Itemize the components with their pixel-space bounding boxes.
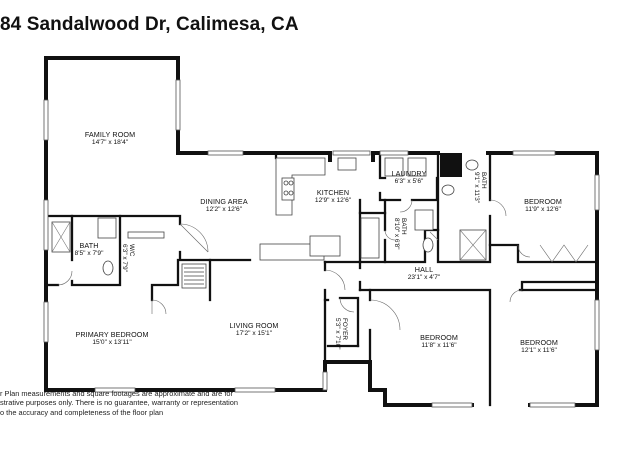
room-label-primary-bedroom: PRIMARY BEDROOM 15'0" x 13'11"	[75, 330, 149, 347]
room-dims: 6'3" x 5'6"	[394, 178, 424, 186]
closet-hatch	[51, 221, 487, 261]
room-dims: 8'10" x 6'8"	[392, 218, 400, 250]
room-label-laundry: LAUNDRY 6'3" x 5'6"	[391, 169, 427, 186]
room-label-foyer: FOYER 5'3" x 7'10"	[333, 318, 348, 350]
disclaimer-text: r Plan measurements and square footages …	[0, 389, 238, 417]
room-name: BEDROOM	[420, 333, 458, 342]
room-name: LIVING ROOM	[229, 321, 279, 330]
room-name: BATH	[79, 241, 99, 250]
room-dims: 11'8" x 11'6"	[421, 342, 457, 350]
page-title: 84 Sandalwood Dr, Calimesa, CA	[0, 14, 299, 35]
room-name: KITCHEN	[316, 188, 350, 197]
room-label-bedroom-ne: BEDROOM 11'9" x 12'6"	[524, 197, 562, 214]
room-label-bedroom-sc: BEDROOM 11'8" x 11'6"	[420, 333, 458, 350]
room-name: HALL	[414, 265, 434, 274]
room-dims: 12'1" x 11'6"	[521, 347, 557, 355]
room-label-kitchen: KITCHEN 12'9" x 12'6"	[314, 188, 352, 205]
room-name: BATH	[480, 172, 487, 189]
room-label-bath-primary: BATH 8'5" x 7'9"	[74, 241, 104, 258]
disclaimer-line: r Plan measurements and square footages …	[0, 389, 233, 398]
room-name: BEDROOM	[524, 197, 562, 206]
room-dims: 11'9" x 12'6"	[525, 206, 561, 214]
room-label-wic: W/C 6'3" x 7'9"	[120, 244, 135, 272]
chimney-block	[440, 153, 462, 177]
disclaimer-line: o the accuracy and completeness of the f…	[0, 407, 164, 417]
windows	[43, 79, 600, 408]
room-name: DINING AREA	[200, 197, 248, 206]
room-dims: 12'9" x 12'6"	[314, 197, 352, 205]
room-dims: 15'0" x 13'11"	[92, 339, 132, 347]
exterior-walls	[44, 56, 599, 407]
room-label-family-room: FAMILY ROOM 14'7" x 18'4"	[84, 130, 136, 147]
room-dims: 9'1" x 11'3"	[472, 172, 480, 204]
room-name: W/C	[128, 244, 135, 257]
disclaimer-line: strative purposes only. There is no guar…	[0, 398, 238, 408]
room-label-hall: HALL 23'1" x 4'7"	[407, 265, 441, 282]
room-dims: 17'2" x 15'1"	[235, 330, 273, 338]
room-name: BATH	[400, 218, 407, 235]
room-label-living-room: LIVING ROOM 17'2" x 15'1"	[229, 321, 279, 338]
room-dims: 14'7" x 18'4"	[91, 139, 129, 147]
room-label-bath-ensuite: BATH 9'1" x 11'3"	[472, 172, 487, 203]
room-dims: 8'5" x 7'9"	[74, 250, 104, 258]
room-name: FAMILY ROOM	[84, 130, 136, 139]
room-dims: 12'2" x 12'6"	[205, 206, 243, 214]
room-label-dining-area: DINING AREA 12'2" x 12'6"	[200, 197, 248, 214]
room-name: PRIMARY BEDROOM	[75, 330, 149, 339]
room-name: FOYER	[341, 318, 348, 341]
room-label-bath-hall: BATH 8'10" x 6'8"	[392, 218, 407, 250]
room-name: BEDROOM	[520, 338, 558, 347]
room-label-bedroom-se: BEDROOM 12'1" x 11'6"	[520, 338, 558, 355]
room-dims: 23'1" x 4'7"	[407, 274, 441, 282]
door-swings	[57, 199, 589, 331]
room-name: LAUNDRY	[391, 169, 427, 178]
room-dims: 5'3" x 7'10"	[333, 318, 341, 350]
room-dims: 6'3" x 7'9"	[120, 244, 128, 272]
